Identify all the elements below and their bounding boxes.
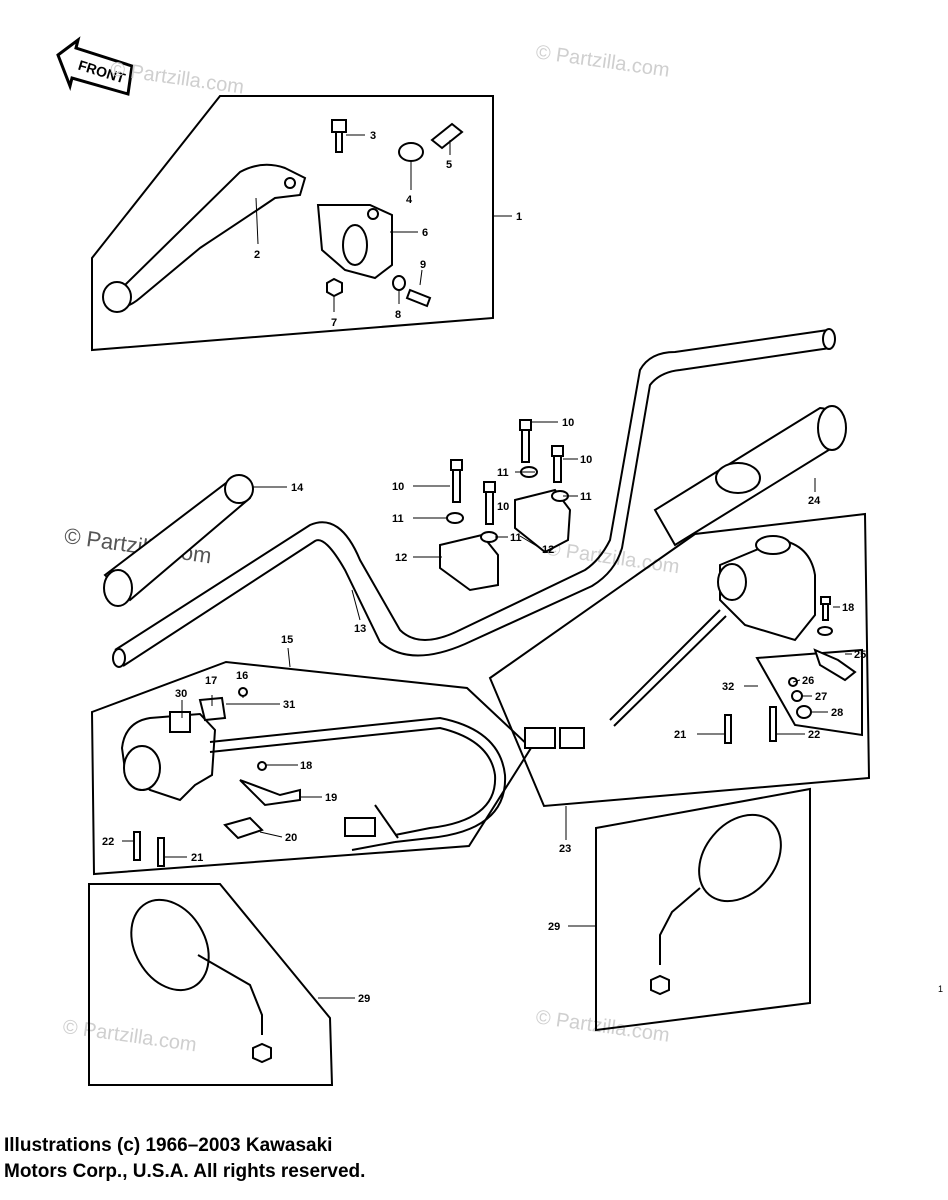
callout-32: 32: [722, 681, 734, 693]
callout-21: 21: [191, 852, 203, 864]
left-mirror-icon: [130, 898, 272, 1064]
callout-17: 17: [205, 675, 217, 687]
left-switch-cable-icon: [209, 716, 507, 843]
callout-9: 9: [420, 259, 426, 271]
callout-29: 29: [358, 993, 370, 1005]
lever-holder-icon: [316, 204, 393, 280]
right-small-parts-icon: [724, 596, 857, 744]
callout-11: 11: [497, 467, 509, 479]
callout-11: 11: [392, 513, 404, 525]
callout-4: 4: [406, 194, 413, 206]
nut-icon: [326, 277, 343, 298]
copyright-line-2: Motors Corp., U.S.A. All rights reserved…: [4, 1161, 366, 1182]
clutch-lever-icon: [102, 163, 307, 313]
watermark: © Partzilla.com: [534, 41, 671, 82]
leader-lines: [122, 134, 852, 999]
callout-13: 13: [354, 623, 366, 635]
callout-29: 29: [548, 921, 560, 933]
lever-pivot-bolt-icon: [331, 119, 347, 153]
adjuster-bolt-icon: [430, 122, 464, 150]
handlebar-holder-icon: [439, 488, 572, 592]
left-grip-icon: [103, 474, 254, 607]
callout-18: 18: [300, 760, 312, 772]
front-arrow-icon: FRONT: [56, 36, 134, 96]
callout-1: 1: [516, 211, 522, 223]
callout-15: 15: [281, 634, 293, 646]
callout-12: 12: [542, 544, 554, 556]
callout-25: 25: [854, 649, 866, 661]
copyright-line-1: Illustrations (c) 1966–2003 Kawasaki: [4, 1135, 333, 1156]
callout-18: 18: [842, 602, 854, 614]
right-mirror-frame: [595, 787, 811, 1032]
callout-24: 24: [808, 495, 821, 507]
callout-26: 26: [802, 675, 814, 687]
callout-22: 22: [808, 729, 820, 741]
callout-7: 7: [331, 317, 337, 329]
watermark: © Partzilla.com: [534, 1006, 671, 1047]
adjuster-nut-icon: [398, 142, 424, 162]
right-grip-icon: [653, 405, 847, 547]
callout-20: 20: [285, 832, 297, 844]
right-switch-cable-icon: [609, 609, 727, 727]
callout-12: 12: [395, 552, 407, 564]
right-switch-frame: [488, 512, 871, 808]
callout-10: 10: [497, 501, 509, 513]
callout-8: 8: [395, 309, 401, 321]
callout-28: 28: [831, 707, 843, 719]
callout-6: 6: [422, 227, 428, 239]
connector-icon: [344, 804, 399, 851]
callout-19: 19: [325, 792, 337, 804]
left-switch-housing-icon: [120, 711, 217, 802]
callout-2: 2: [254, 249, 260, 261]
handlebar-icon: [112, 328, 836, 668]
right-switch-housing-icon: [717, 535, 816, 642]
copyright-notice: Illustrations (c) 1966–2003 Kawasaki Mot…: [4, 1133, 604, 1185]
watermark: © Partzilla.com: [61, 1016, 198, 1057]
callout-14: 14: [291, 482, 304, 494]
callout-16: 16: [236, 670, 248, 682]
holder-bolts-icon: [450, 419, 564, 525]
callout-3: 3: [370, 130, 376, 142]
lever-assembly-frame: [91, 95, 494, 352]
callout-11: 11: [510, 532, 522, 544]
washer-icon: [392, 275, 406, 291]
callout-10: 10: [562, 417, 574, 429]
callout-30: 30: [175, 688, 187, 700]
left-mirror-frame: [88, 883, 334, 1086]
right-mirror-icon: [650, 813, 782, 996]
small-parts-icon: [133, 687, 301, 867]
callout-5: 5: [446, 159, 452, 171]
right-connector-icon: [524, 727, 585, 749]
callout-23: 23: [559, 843, 571, 855]
callout-10: 10: [392, 481, 404, 493]
callout-11: 11: [580, 491, 592, 503]
callout-27: 27: [815, 691, 827, 703]
callout-21: 21: [674, 729, 686, 741]
callout-10: 10: [580, 454, 592, 466]
parts-subgroup-frame: [755, 648, 863, 737]
callout-31: 31: [283, 699, 295, 711]
page-marker: 1: [938, 984, 943, 994]
holder-bolt-icon: [405, 288, 432, 308]
callout-22: 22: [102, 836, 114, 848]
